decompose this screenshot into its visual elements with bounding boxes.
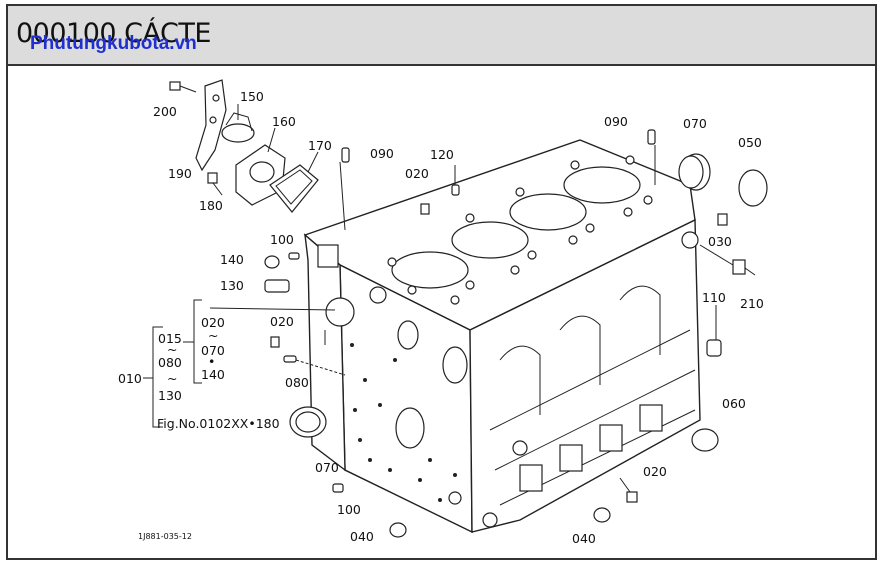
pin-090b [647, 129, 656, 145]
callout-090-right: 090 [604, 114, 628, 129]
callout-130: 130 [220, 278, 244, 293]
seal-070b [289, 406, 327, 438]
callout-120: 120 [430, 147, 454, 162]
group-col1-0: 015 [158, 331, 182, 346]
callout-210: 210 [740, 296, 764, 311]
callout-110: 110 [702, 290, 726, 305]
group-root-010: 010 [118, 371, 142, 386]
header-bar: 000100 CÁCTE Phutungkubota.vn [8, 6, 875, 66]
plug-140 [264, 255, 280, 269]
callout-020-top: 020 [405, 166, 429, 181]
plug-020c [626, 491, 638, 503]
oil-filler-bracket [195, 79, 227, 172]
bolt-200 [169, 81, 197, 93]
group-col1-3: ~ [167, 371, 177, 386]
group-col2-4: 140 [201, 367, 225, 382]
callout-080: 080 [285, 375, 309, 390]
pin-090a [341, 147, 350, 163]
callout-100-bottom: 100 [337, 502, 361, 517]
plug-020a [420, 203, 430, 215]
plug-020b [270, 336, 280, 348]
figure-reference: Fig.No.0102XX•180 [157, 416, 280, 431]
callout-040-right: 040 [572, 531, 596, 546]
group-col2-0: 020 [201, 315, 225, 330]
crankcase-block [303, 139, 701, 534]
group-col1-1: ~ [167, 342, 177, 357]
pin-100a [288, 252, 300, 260]
callout-150: 150 [240, 89, 264, 104]
callout-190: 190 [168, 166, 192, 181]
group-bracket: 010 015 ~ 080 ~ 130 020 ~ 070 • 140 Fig.… [118, 299, 280, 431]
cup-plug-060 [691, 428, 719, 452]
cup-plug-040a [389, 522, 407, 538]
watermark-text: Phutungkubota.vn [30, 33, 197, 54]
cup-plug-050 [738, 169, 768, 207]
group-col2-2: 070 [201, 343, 225, 358]
group-col2-3: • [208, 354, 215, 369]
cup-plug-040b [593, 507, 611, 523]
pin-120 [451, 184, 460, 196]
callout-170: 170 [308, 138, 332, 153]
callout-200: 200 [153, 104, 177, 119]
group-col1-4: 130 [158, 388, 182, 403]
leader-lines [209, 104, 717, 493]
callout-140: 140 [220, 252, 244, 267]
cup-plug-070a [678, 153, 711, 191]
pin-100b [332, 483, 344, 493]
callout-040-left: 040 [350, 529, 374, 544]
drawing-code: 1J881-035-12 [138, 532, 192, 541]
plug-030 [717, 213, 728, 226]
group-col1-2: 080 [158, 355, 182, 370]
pin-080 [283, 355, 346, 376]
callout-070-bottom: 070 [315, 460, 339, 475]
callout-020-left: 020 [270, 314, 294, 329]
callout-160: 160 [272, 114, 296, 129]
plug-130 [264, 279, 290, 293]
gasket-170 [269, 164, 319, 213]
group-col2-1: ~ [208, 328, 218, 343]
callout-180: 180 [199, 198, 223, 213]
callout-070-top: 070 [683, 116, 707, 131]
sensor-210 [699, 244, 756, 276]
callout-030: 030 [708, 234, 732, 249]
callout-090-left: 090 [370, 146, 394, 161]
page-title: 000100 CÁCTE [16, 18, 211, 49]
plug-150 [221, 112, 255, 143]
callout-100-top: 100 [270, 232, 294, 247]
callout-060: 060 [722, 396, 746, 411]
callout-020-bottom: 020 [643, 464, 667, 479]
callout-050: 050 [738, 135, 762, 150]
bushing-110 [706, 339, 722, 357]
housing-160 [235, 144, 286, 206]
bolt-180 [207, 172, 223, 196]
